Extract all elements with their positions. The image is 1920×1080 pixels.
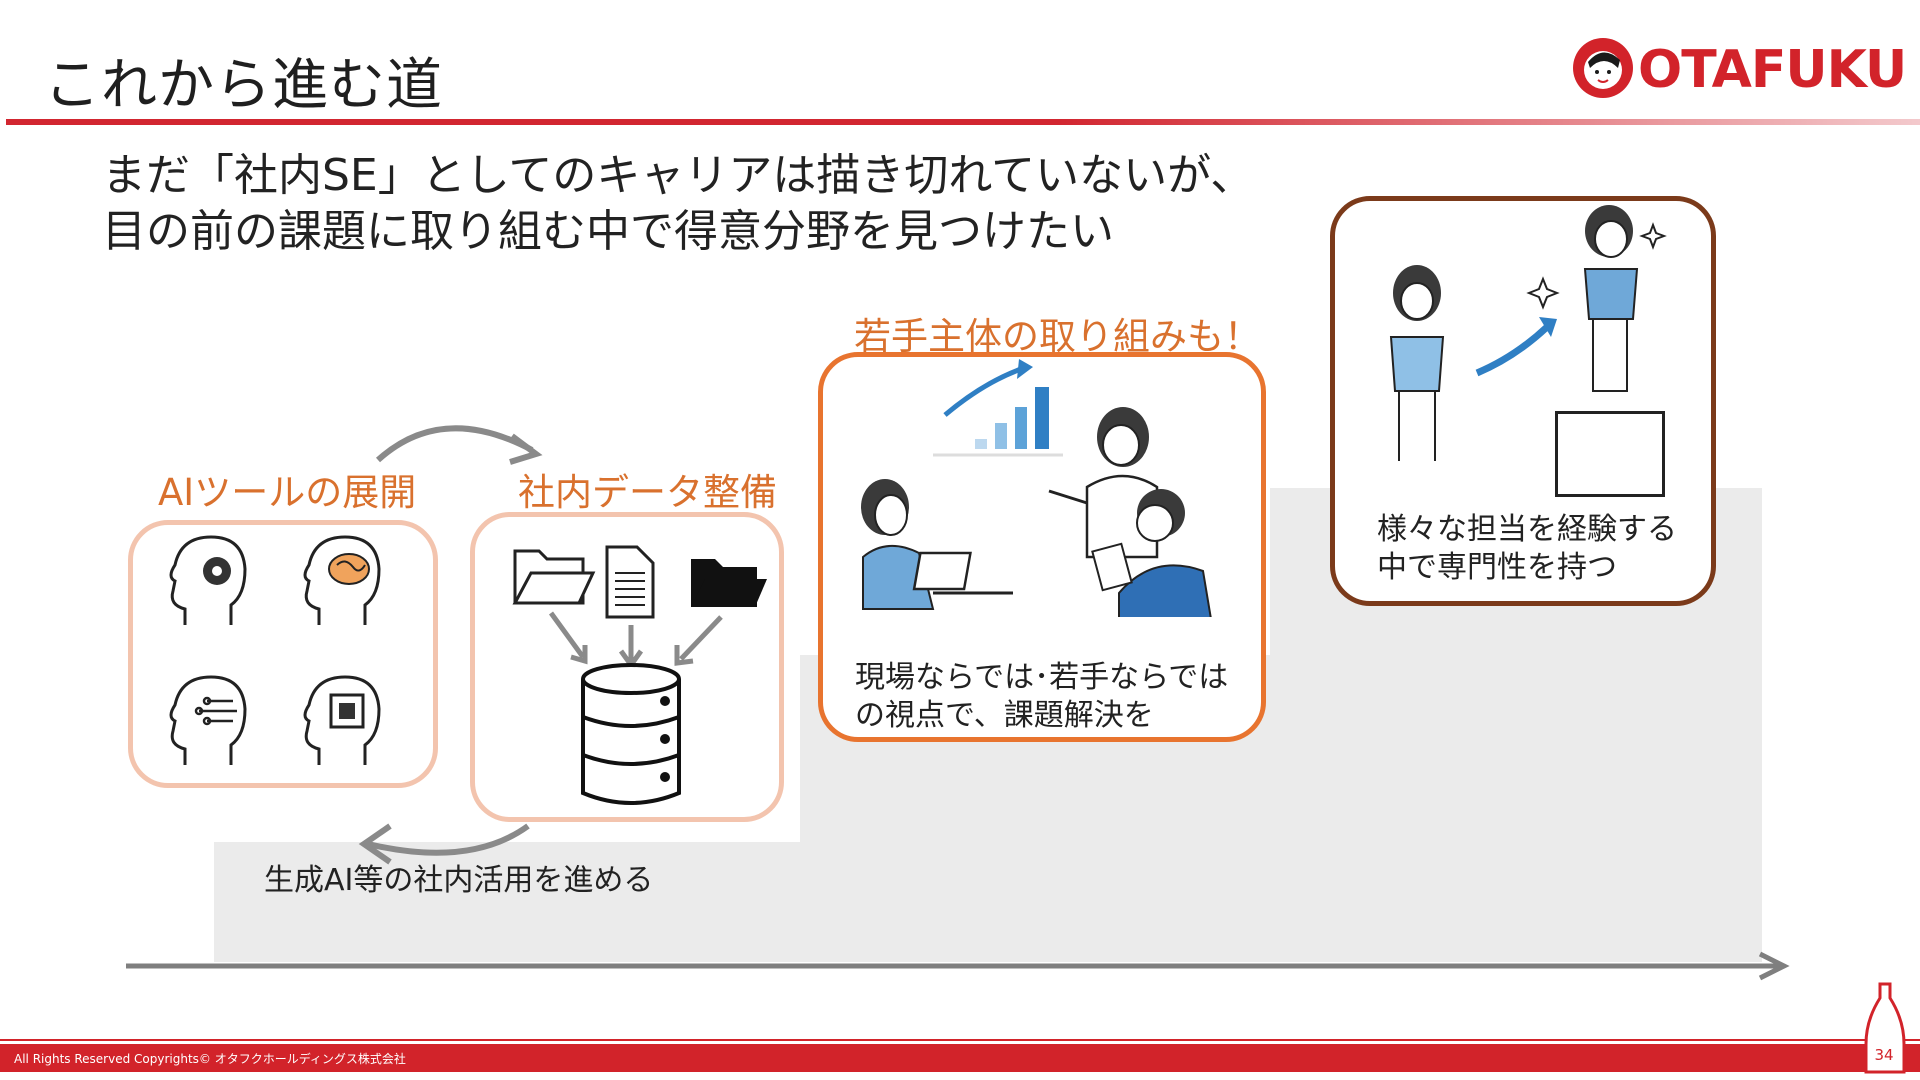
step-level-1 xyxy=(214,842,1762,962)
seated-man-icon xyxy=(1091,489,1212,617)
specialization-box: 様々な担当を経験する 中で専門性を持つ xyxy=(1330,196,1716,606)
step2-caption: 現場ならでは･若手ならでは の視点で、課題解決を xyxy=(855,660,1229,733)
meeting-illustration xyxy=(861,359,1212,617)
label-young-initiative: 若手主体の取り組みも！ xyxy=(854,315,1261,358)
circuit-icon xyxy=(194,696,237,726)
presenter-icon xyxy=(1048,407,1159,559)
cycle-arrow-top-icon xyxy=(375,425,543,465)
timeline-arrow xyxy=(126,951,1790,981)
seated-woman-icon xyxy=(861,479,935,610)
brain-icon xyxy=(328,553,370,585)
page-title: これから進む道 xyxy=(44,53,443,118)
data-flow-diagram xyxy=(512,545,767,805)
page-number: 34 xyxy=(1874,1046,1894,1064)
laptop-icon xyxy=(912,551,1013,595)
step1-caption: 生成AI等の社内活用を進める xyxy=(264,863,654,898)
pedestal-box xyxy=(1555,411,1665,497)
gear-icon xyxy=(203,557,231,585)
woman-on-pedestal-icon xyxy=(1583,205,1639,392)
title-underline xyxy=(6,119,1920,125)
ai-head-icons xyxy=(169,535,381,765)
cycle-arrow-bottom-icon xyxy=(358,823,530,865)
growth-illustration xyxy=(1389,205,1667,461)
growth-arrow-icon xyxy=(1475,317,1557,377)
folder-filled-icon xyxy=(691,559,767,607)
company-logo: OTAFUKU xyxy=(1568,32,1907,106)
data-maintenance-box xyxy=(470,512,784,822)
chip-icon xyxy=(329,693,365,729)
rising-chart-icon xyxy=(933,359,1063,457)
document-icon xyxy=(605,545,655,619)
footer-bar xyxy=(0,1044,1920,1072)
ai-tools-box xyxy=(128,520,438,788)
folder-open-icon xyxy=(512,549,596,605)
sparkle-icon xyxy=(1526,222,1667,310)
woman-standing-icon xyxy=(1389,265,1445,461)
step3-caption: 様々な担当を経験する 中で専門性を持つ xyxy=(1377,512,1677,585)
footer-rule xyxy=(0,1039,1920,1041)
bottle-icon xyxy=(1864,982,1906,1074)
copyright-text: All Rights Reserved Copyrights© オタフクホールデ… xyxy=(14,1052,406,1066)
brand-wordmark: OTAFUKU xyxy=(1638,40,1907,100)
flow-arrows xyxy=(548,611,723,670)
young-initiative-box: 現場ならでは･若手ならでは の視点で、課題解決を xyxy=(818,352,1266,742)
headline: まだ「社内SE」としてのキャリアは描き切れていないが、 目の前の課題に取り組む中… xyxy=(102,150,1255,257)
label-ai-tools: AIツールの展開 xyxy=(158,471,417,514)
database-icon xyxy=(581,663,681,805)
label-data-maintenance: 社内データ整備 xyxy=(518,471,777,514)
otafuku-face-icon xyxy=(1573,38,1633,98)
